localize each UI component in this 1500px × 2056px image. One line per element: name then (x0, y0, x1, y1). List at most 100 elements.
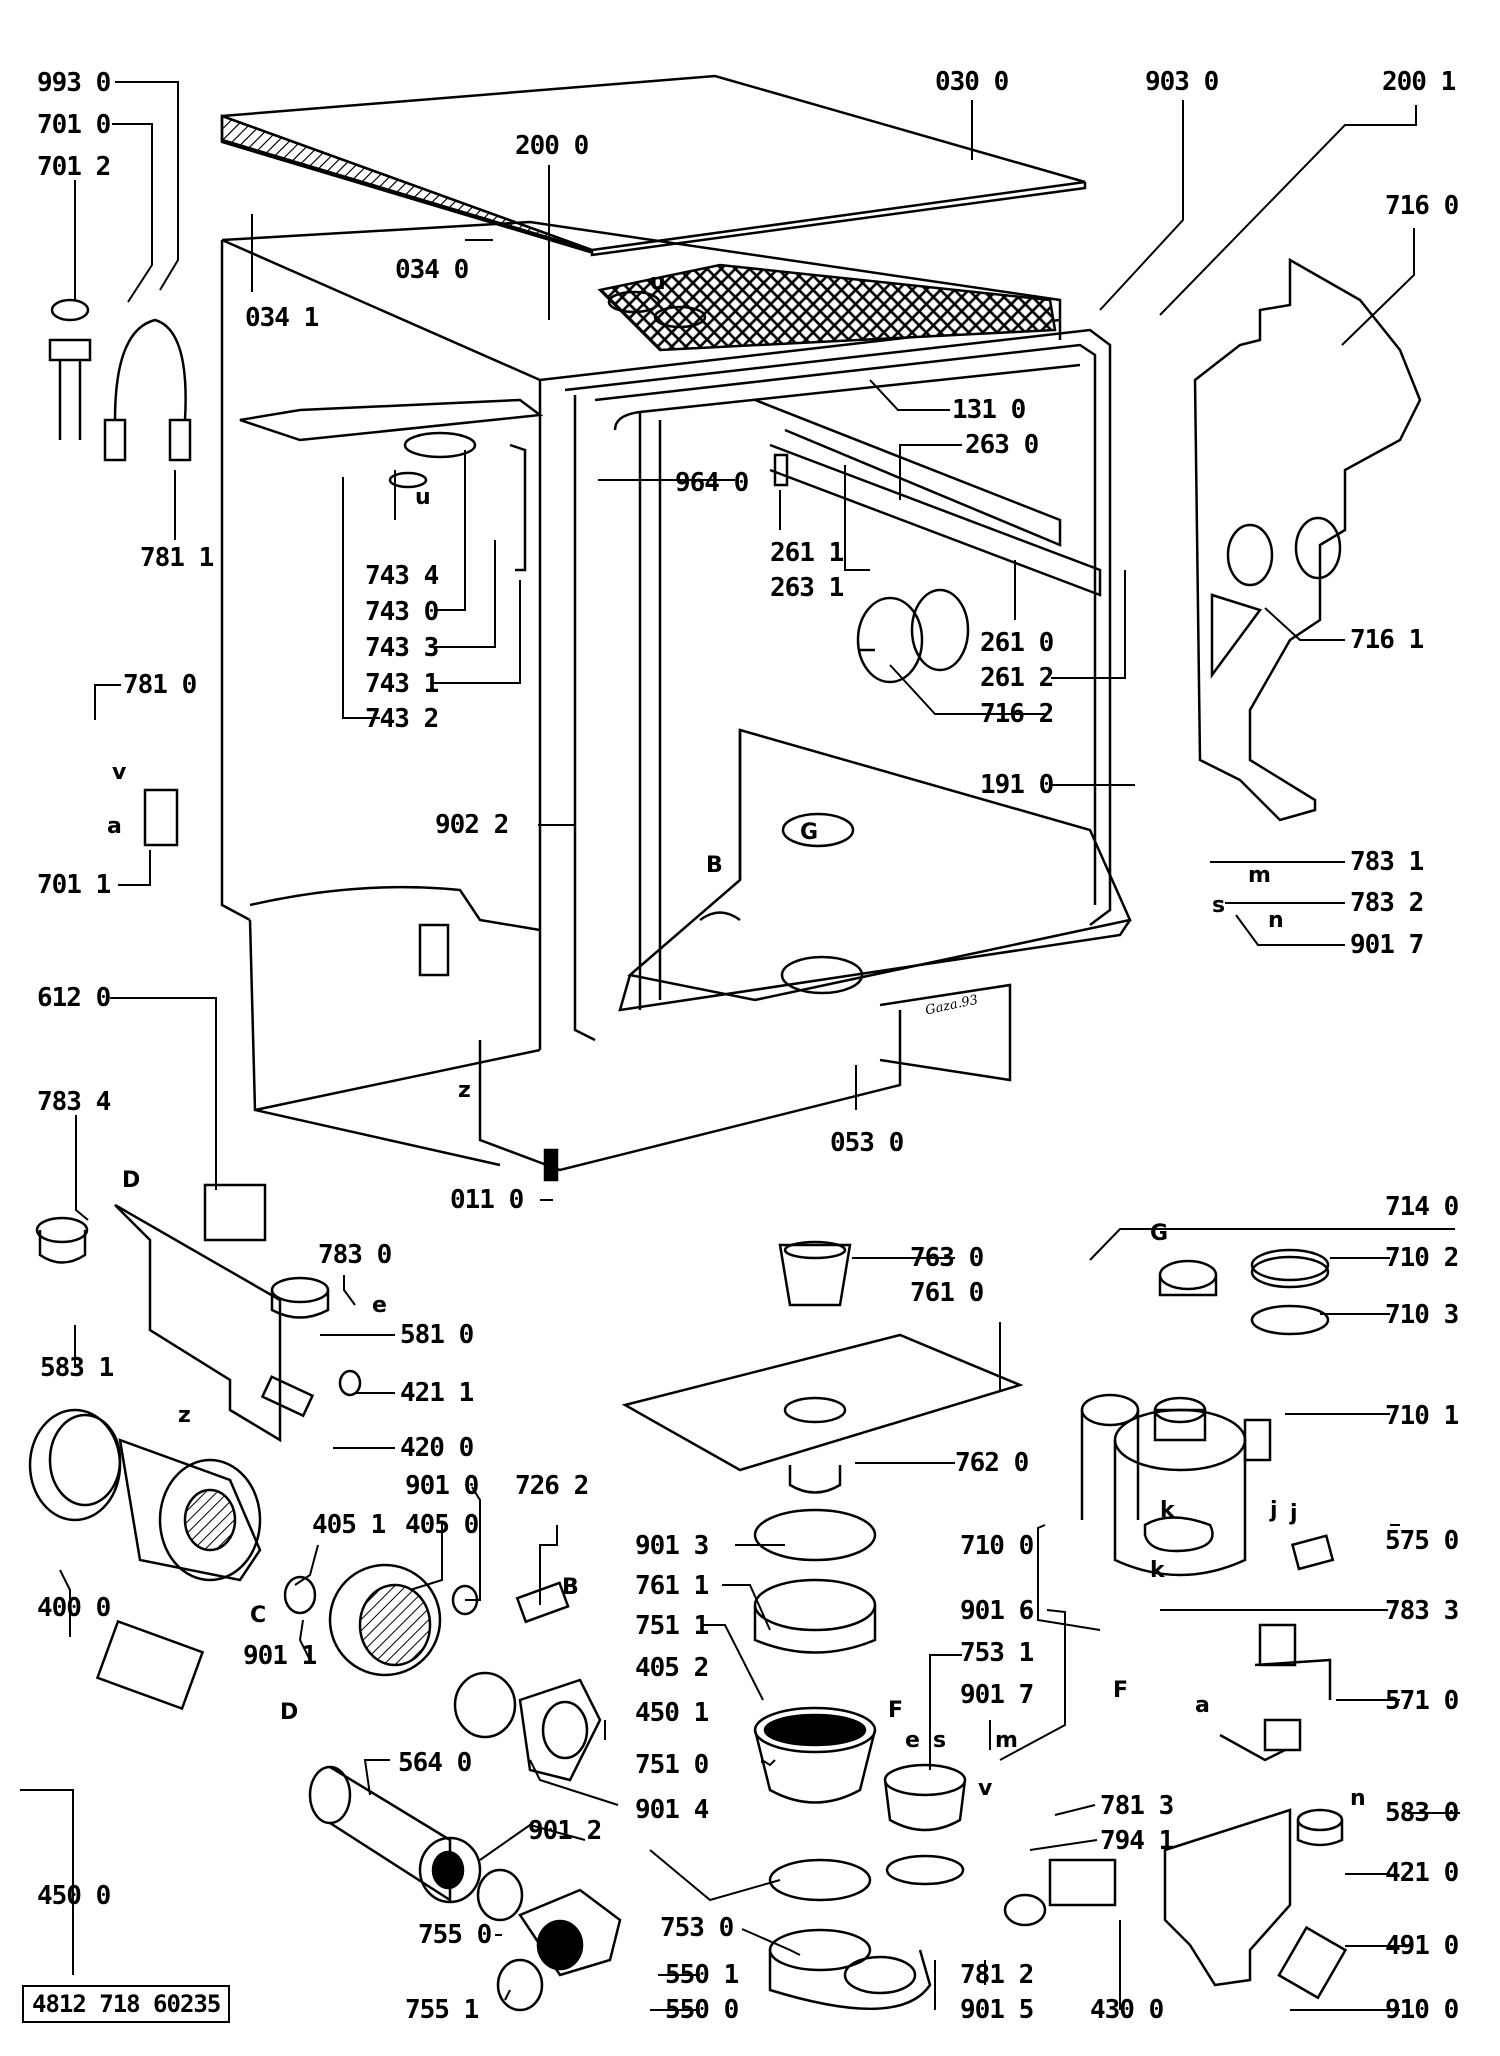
connection-letter: e (905, 1728, 920, 1753)
part-label: 261 1 (770, 538, 844, 568)
connection-letter: e (372, 1293, 387, 1318)
part-label: 753 0 (660, 1913, 734, 1943)
part-label: 901 2 (528, 1816, 602, 1846)
part-label: 794 1 (1100, 1826, 1174, 1856)
part-label: 200 1 (1382, 67, 1456, 97)
part-label: 191 0 (980, 770, 1054, 800)
part-label: 030 0 (935, 67, 1009, 97)
part-label: 783 0 (318, 1240, 392, 1270)
connection-letter: z (178, 1403, 191, 1428)
connection-letter: B (562, 1575, 579, 1600)
connection-letter: a (1195, 1693, 1210, 1718)
part-label: 053 0 (830, 1128, 904, 1158)
part-label: 701 0 (37, 110, 111, 140)
part-label: 901 5 (960, 1995, 1034, 2025)
part-label: 743 4 (365, 561, 439, 591)
part-label: 612 0 (37, 983, 111, 1013)
connection-letter: j (1270, 1498, 1278, 1523)
circulation-pump (28, 1408, 602, 1782)
part-label: 714 0 (1385, 1192, 1459, 1222)
part-label: 583 1 (40, 1353, 114, 1383)
part-label: 581 0 (400, 1320, 474, 1350)
connection-letter: k (1150, 1558, 1165, 1583)
part-label: 716 2 (980, 699, 1054, 729)
part-label: 743 0 (365, 597, 439, 627)
part-label: 710 3 (1385, 1300, 1459, 1330)
part-label: 761 0 (910, 1278, 984, 1308)
part-label: 405 0 (405, 1510, 479, 1540)
part-label: 430 0 (1090, 1995, 1164, 2025)
connection-letter: G (800, 820, 819, 845)
part-label: 450 1 (635, 1698, 709, 1728)
part-label: 034 1 (245, 303, 319, 333)
part-label: 755 1 (405, 1995, 479, 2025)
plinth (478, 983, 1012, 1182)
part-label: 781 0 (123, 670, 197, 700)
connection-letter: a (107, 814, 122, 839)
part-label: 261 0 (980, 628, 1054, 658)
document-number: 4812 718 60235 (22, 1985, 231, 2023)
part-label: 901 1 (243, 1641, 317, 1671)
part-label: 701 2 (37, 152, 111, 182)
part-label: 716 1 (1350, 625, 1424, 655)
part-label: 716 0 (1385, 191, 1459, 221)
connection-letter: k (1160, 1498, 1175, 1523)
part-label: 261 2 (980, 663, 1054, 693)
connection-letter: G (1150, 1221, 1169, 1246)
part-label: 993 0 (37, 68, 111, 98)
connection-letter: B (706, 853, 723, 878)
part-label: 701 1 (37, 870, 111, 900)
pressure-switch (1003, 1858, 1117, 1927)
heater (308, 1765, 622, 2012)
part-label: 751 1 (635, 1611, 709, 1641)
connection-letter: s (933, 1728, 947, 1753)
connection-letter: u (415, 485, 431, 510)
part-label: 901 0 (405, 1471, 479, 1501)
spray-arm (239, 398, 544, 572)
connection-letter: D (122, 1168, 141, 1193)
part-label: 902 2 (435, 810, 509, 840)
float-switch (883, 1763, 967, 1886)
part-label: 901 4 (635, 1795, 709, 1825)
part-label: 420 0 (400, 1433, 474, 1463)
part-label: 743 2 (365, 704, 439, 734)
connection-letter: j (1290, 1501, 1298, 1526)
part-label: 901 6 (960, 1596, 1034, 1626)
part-label: 783 2 (1350, 888, 1424, 918)
part-label: 710 2 (1385, 1243, 1459, 1273)
part-label: 783 1 (1350, 847, 1424, 877)
tub (564, 328, 1132, 1042)
part-label: 550 1 (665, 1960, 739, 1990)
part-label: 783 3 (1385, 1596, 1459, 1626)
filter-assembly (621, 1240, 1024, 2010)
connection-letter: v (112, 760, 127, 785)
part-label: 781 3 (1100, 1791, 1174, 1821)
connection-letter: s (1212, 893, 1226, 918)
air-break-wheel (856, 588, 970, 684)
part-label: 710 0 (960, 1531, 1034, 1561)
part-label: 491 0 (1385, 1931, 1459, 1961)
side-panel (1193, 257, 1422, 822)
connection-letter: n (1268, 908, 1284, 933)
part-label: 034 0 (395, 255, 469, 285)
part-label: 200 0 (515, 131, 589, 161)
connection-letter: F (888, 1698, 904, 1723)
part-label: 743 3 (365, 633, 439, 663)
part-label: 405 2 (635, 1653, 709, 1683)
part-label: 751 0 (635, 1750, 709, 1780)
control-bracket (35, 1183, 362, 1443)
connection-letter: F (1113, 1678, 1129, 1703)
connection-letter: v (978, 1776, 993, 1801)
part-label: 571 0 (1385, 1686, 1459, 1716)
part-label: 400 0 (37, 1593, 111, 1623)
worktop (220, 74, 1087, 257)
part-label: 263 1 (770, 573, 844, 603)
water-softener (1080, 1248, 1335, 1577)
connection-letter: m (995, 1728, 1018, 1753)
part-label: 743 1 (365, 669, 439, 699)
part-label: 550 0 (665, 1995, 739, 2025)
inlet-valve (1219, 1623, 1332, 1762)
part-label: 564 0 (398, 1748, 472, 1778)
part-label: 781 2 (960, 1960, 1034, 1990)
